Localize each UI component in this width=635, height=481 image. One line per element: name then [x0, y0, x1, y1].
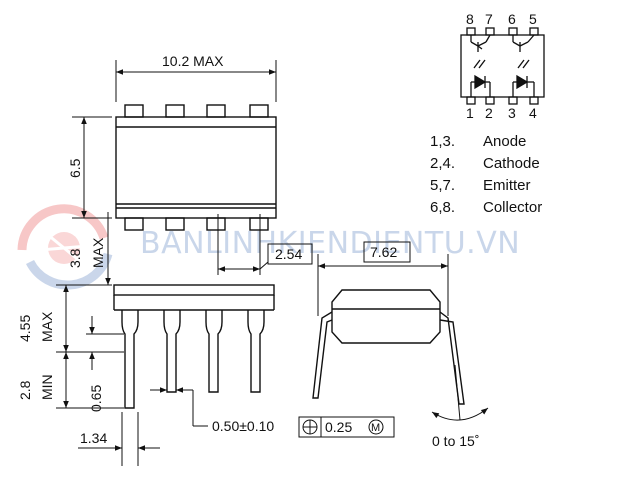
watermark-logo-icon [17, 204, 113, 290]
legend-name-3: Collector [483, 199, 542, 216]
dim-lead-length [56, 352, 124, 409]
legend-name-2: Emitter [483, 177, 531, 194]
led-2-icon [512, 74, 535, 97]
pin-label-6: 6 [508, 11, 516, 27]
top-view [115, 104, 277, 231]
tolerance-modifier: M [371, 422, 380, 434]
dim-lead-length-value: 2.8 [17, 380, 33, 400]
dim-seat [86, 316, 124, 370]
pin-label-7: 7 [485, 11, 493, 27]
dim-height-label: 6.5 [67, 158, 83, 178]
dim-lead-width [150, 387, 208, 427]
dim-standoff-value: 4.55 [17, 315, 33, 342]
watermark: BANLINHKIENDIENTU.VN [17, 204, 520, 290]
dim-width [115, 60, 277, 102]
pinout-schematic: 8 7 6 5 [460, 11, 545, 121]
pin-label-3: 3 [508, 105, 516, 121]
dim-pitch [217, 214, 313, 275]
phototransistor-1-icon [470, 34, 491, 52]
dim-lead-width-label: 0.50±0.10 [212, 418, 274, 434]
dim-seat-label: 0.65 [88, 385, 104, 412]
pin-legend: 1,3. Anode 2,4. Cathode 5,7. Emitter 6,8… [430, 133, 542, 216]
legend-name-1: Cathode [483, 155, 540, 172]
side-view [113, 284, 275, 409]
pin-label-8: 8 [466, 11, 474, 27]
end-view-body [331, 289, 441, 344]
dim-body-height-suffix: MAX [90, 237, 106, 268]
dim-height [72, 116, 112, 219]
watermark-text: BANLINHKIENDIENTU.VN [140, 226, 520, 261]
dim-row-spacing-label: 7.62 [370, 244, 397, 260]
dim-pitch-label: 2.54 [275, 246, 302, 262]
dim-lead-offset [78, 412, 160, 466]
dim-standoff-suffix: MAX [39, 311, 55, 342]
pin-label-5: 5 [529, 11, 537, 27]
legend-name-0: Anode [483, 133, 526, 150]
phototransistor-2-icon [512, 34, 535, 52]
end-view [312, 289, 465, 405]
dim-angle-label: 0 to 15˚ [432, 433, 479, 449]
tolerance-value: 0.25 [325, 419, 352, 435]
dim-body-height-value: 3.8 [67, 248, 83, 268]
dim-lead-length-suffix: MIN [39, 374, 55, 400]
dim-width-label: 10.2 MAX [162, 53, 224, 69]
dim-row-spacing [317, 241, 449, 316]
pin-label-1: 1 [466, 105, 474, 121]
legend-pins-1: 2,4. [430, 155, 455, 172]
pin-label-2: 2 [485, 105, 493, 121]
mmc-modifier-icon [368, 419, 384, 435]
dim-angle [431, 364, 489, 421]
led-1-icon [470, 74, 491, 97]
legend-pins-0: 1,3. [430, 133, 455, 150]
legend-pins-2: 5,7. [430, 177, 455, 194]
top-view-body [115, 116, 277, 219]
legend-pins-3: 6,8. [430, 199, 455, 216]
side-view-body [113, 284, 275, 296]
schematic-body [460, 34, 545, 98]
dim-lead-offset-label: 1.34 [80, 430, 107, 446]
pin-label-4: 4 [529, 105, 537, 121]
tolerance-frame [298, 416, 395, 438]
